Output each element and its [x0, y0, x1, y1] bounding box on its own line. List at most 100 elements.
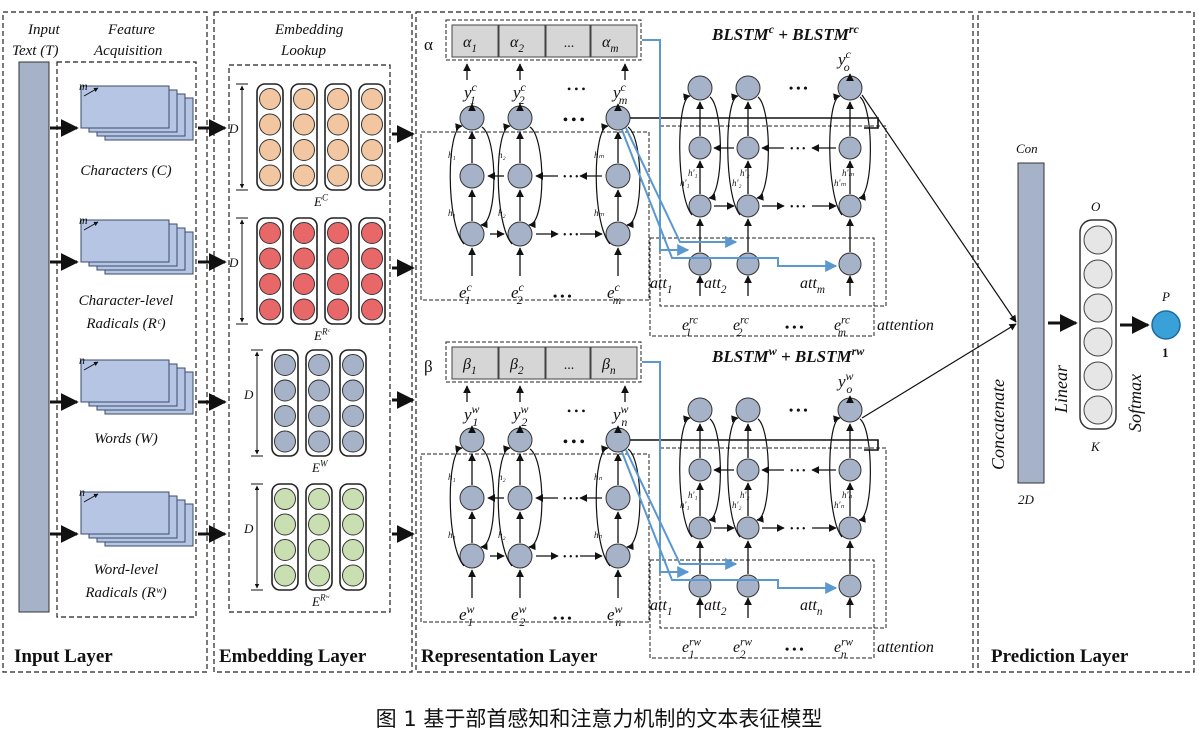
embedding-cell [342, 488, 364, 510]
embedding-cell [259, 139, 281, 161]
ellipsis: • • • [789, 403, 808, 417]
weight-vector-frame [445, 341, 642, 383]
embedding-cell [327, 273, 349, 295]
embedding-cell [293, 247, 315, 270]
feature-label: Words (W) [94, 431, 157, 447]
backward-state-label: h₂ [498, 150, 506, 160]
embedding-cell [342, 513, 364, 536]
ellipsis: • • • [790, 202, 806, 213]
context-connector [630, 439, 879, 451]
weight-cell [590, 346, 638, 380]
skip-arrow [756, 418, 769, 523]
lstm-node [459, 221, 485, 247]
heading-part: BLSTM [711, 347, 770, 366]
attention-word: attention [877, 317, 934, 334]
weight-ellipsis: ... [564, 358, 575, 373]
context-connector [630, 117, 879, 129]
embedding-cell [293, 222, 315, 244]
skip-arrow [829, 415, 843, 538]
linear-label: Linear [1051, 364, 1071, 414]
lstm-node [735, 75, 761, 101]
prediction-layer-frame [977, 11, 1195, 673]
word-to-concat-arrow [861, 323, 1017, 419]
weight-label: α1 [463, 34, 477, 55]
forward-state-label: h₁ [448, 208, 456, 218]
feature-sheet [80, 491, 170, 535]
embedding-cell [361, 113, 383, 136]
embedding-cell [342, 405, 364, 427]
forward-state-label: hₘ [594, 208, 605, 218]
ellipsis: • • • [563, 552, 579, 563]
embedding-column [358, 217, 386, 325]
inner-forward-label: h'₂ [732, 178, 742, 188]
feature-sheet [80, 219, 170, 263]
backward-state-label: hₘ [594, 150, 605, 160]
embedding-lookup-label-2: Lookup [280, 43, 327, 59]
embedding-cell [293, 88, 315, 110]
weight-label: β1 [462, 356, 477, 377]
inner-forward-label: h'₂ [732, 500, 742, 510]
weight-ellipsis: ... [564, 36, 575, 51]
embedding-cell [361, 164, 383, 187]
lstm-node [736, 516, 760, 540]
attention-arrow [621, 451, 838, 594]
output-cell [1083, 293, 1113, 323]
feature-label: Word-level [94, 562, 159, 578]
attention-label: att1 [650, 275, 672, 296]
heading-part: + BLSTM [774, 25, 850, 44]
weight-cell [498, 346, 546, 380]
embedding-column [358, 83, 386, 191]
attention-arrow [642, 361, 690, 578]
embedding-cell [361, 298, 383, 321]
embedding-cell [308, 354, 330, 376]
prediction-layer: Con Concatenate 2D Linear O K Softmax P … [861, 94, 1181, 667]
embedding-cell [259, 247, 281, 270]
lstm-node [838, 516, 862, 540]
attention-frame [649, 559, 875, 659]
embedding-column [271, 349, 299, 457]
lstm-node [687, 75, 713, 101]
embedding-matrix-label: EC [313, 193, 329, 209]
feature-acquisition-frame [56, 61, 197, 618]
embedding-cell [361, 88, 383, 110]
skip-arrow [595, 123, 611, 245]
feature-label: Characters (C) [80, 163, 171, 179]
backward-state-label: hₙ [594, 472, 603, 482]
ellipsis: • • • [553, 289, 572, 303]
lstm-node [507, 427, 533, 453]
lstm-node [838, 458, 862, 482]
ellipsis: • • • [785, 642, 804, 656]
lstm-node [459, 105, 485, 131]
embedding-matrix-3: DEW [243, 349, 415, 475]
lstm-node [688, 516, 712, 540]
attention-node [736, 252, 760, 276]
embedding-cell [259, 222, 281, 244]
embedding-cell [342, 430, 364, 453]
embedding-cell [361, 247, 383, 270]
backward-state-label: h₂ [498, 472, 506, 482]
dim-label: D [243, 387, 254, 402]
prob-label: P [1161, 289, 1170, 304]
embedding-cell [259, 298, 281, 321]
concatenate-bar [1017, 162, 1045, 484]
lstm-node [507, 221, 533, 247]
figure-caption: 图 1 基于部首感知和注意力机制的文本表征模型 [376, 707, 823, 731]
embedding-cell [274, 405, 296, 427]
attention-node [838, 574, 862, 598]
output-cell [1083, 327, 1113, 357]
skip-arrow [595, 445, 611, 567]
embedding-cell [327, 247, 349, 270]
embedding-cell [259, 273, 281, 295]
lstm-node [688, 194, 712, 218]
embedding-matrix-1: DEC [228, 83, 415, 209]
ellipsis: • • • [563, 230, 579, 241]
feature-label: Radicals (Rᶜ) [85, 316, 165, 332]
embedding-layer-frame [213, 11, 413, 673]
